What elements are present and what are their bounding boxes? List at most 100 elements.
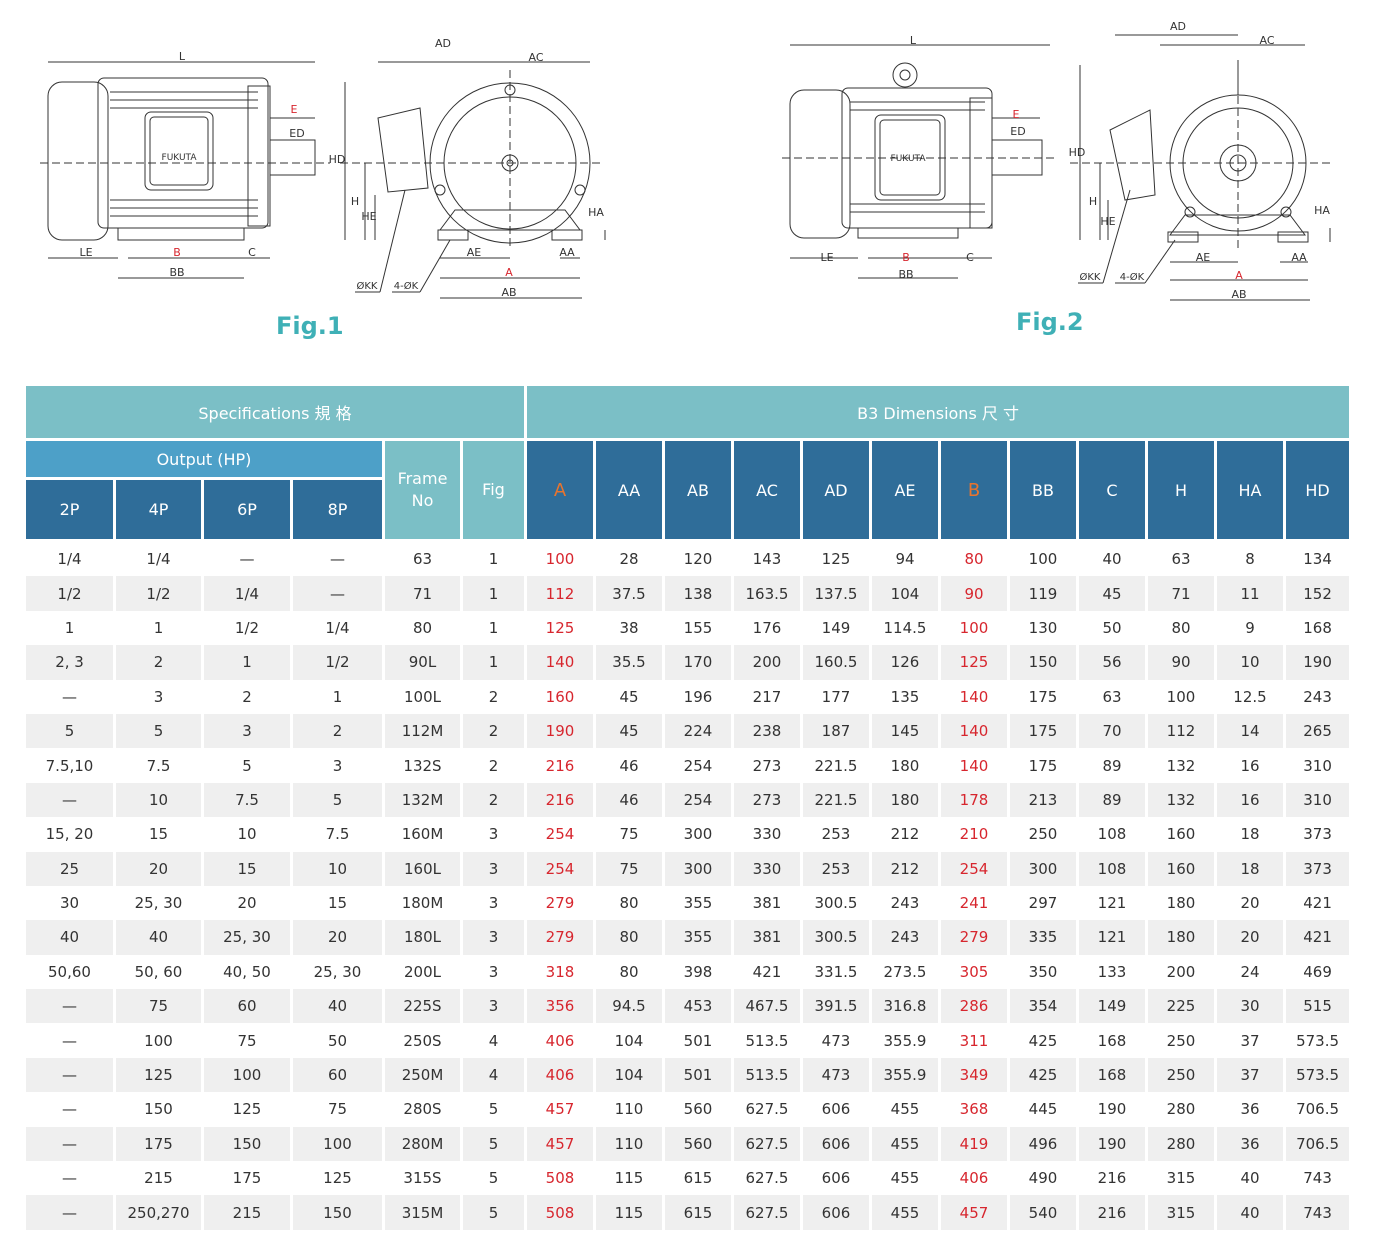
table-cell: 1/4 <box>113 542 201 577</box>
table-cell: 540 <box>1007 1195 1076 1230</box>
table-cell: 5 <box>460 1092 524 1127</box>
table-cell: 150 <box>290 1195 382 1230</box>
table-cell: 743 <box>1283 1195 1350 1230</box>
table-cell: 170 <box>662 645 731 680</box>
table-cell: 104 <box>869 576 938 611</box>
table-cell: 254 <box>938 851 1007 886</box>
table-cell: 2 <box>460 713 524 749</box>
dim-HA: HA <box>588 206 604 219</box>
table-cell: 421 <box>1283 920 1350 955</box>
dim-header-B: B <box>938 441 1007 539</box>
table-cell: 381 <box>731 920 800 955</box>
table-cell: 40 <box>1214 1195 1283 1230</box>
table-cell: 137.5 <box>800 576 869 611</box>
dim-OKK-2: ØKK <box>1080 271 1101 283</box>
table-cell: 406 <box>524 1057 593 1093</box>
dim-H-2: H <box>1089 195 1097 208</box>
table-cell: 453 <box>662 989 731 1024</box>
dim-AB: AB <box>501 286 516 299</box>
table-cell: 1/2 <box>290 645 382 680</box>
table-cell: 330 <box>731 817 800 852</box>
table-cell: 175 <box>201 1161 290 1196</box>
dim-AE-2: AE <box>1196 251 1211 264</box>
table-cell: 10 <box>113 782 201 818</box>
table-cell: 254 <box>524 851 593 886</box>
dim-AC-2: AC <box>1259 34 1274 47</box>
table-cell: 3 <box>460 989 524 1024</box>
table-cell: 627.5 <box>731 1161 800 1196</box>
table-cell: 46 <box>593 782 662 818</box>
table-cell: 80 <box>593 920 662 955</box>
dim-header-HD: HD <box>1283 441 1350 539</box>
table-cell: 160 <box>524 679 593 714</box>
dim-A: A <box>505 266 513 279</box>
table-cell: 126 <box>869 645 938 680</box>
table-cell: 175 <box>1007 679 1076 714</box>
table-cell: 163.5 <box>731 576 800 611</box>
table-cell: 335 <box>1007 920 1076 955</box>
dim-header-AA: AA <box>593 441 662 539</box>
table-cell: 176 <box>731 610 800 646</box>
table-cell: 473 <box>800 1023 869 1058</box>
table-cell: 331.5 <box>800 954 869 990</box>
table-cell: 10 <box>290 851 382 886</box>
table-cell: — <box>26 782 113 818</box>
table-cell: 70 <box>1076 713 1145 749</box>
table-cell: 104 <box>593 1057 662 1093</box>
table-cell: 421 <box>731 954 800 990</box>
table-cell: 318 <box>524 954 593 990</box>
table-cell: 132 <box>1145 782 1214 818</box>
table-cell: 355.9 <box>869 1023 938 1058</box>
table-cell: 2 <box>201 679 290 714</box>
table-cell: 212 <box>869 851 938 886</box>
table-cell: 224 <box>662 713 731 749</box>
table-cell: 200 <box>731 645 800 680</box>
table-cell: 20 <box>113 851 201 886</box>
table-cell: 80 <box>593 954 662 990</box>
table-cell: 10 <box>201 817 290 852</box>
table-cell: 213 <box>1007 782 1076 818</box>
table-cell: 180 <box>1145 920 1214 955</box>
table-cell: 373 <box>1283 817 1349 852</box>
table-cell: 455 <box>869 1126 938 1162</box>
table-cell: 300 <box>1007 851 1076 886</box>
table-cell: 94.5 <box>593 989 662 1024</box>
table-cell: 121 <box>1076 885 1145 921</box>
table-cell: 25, 30 <box>113 885 201 921</box>
table-cell: 354 <box>1007 989 1076 1024</box>
table-cell: 100 <box>524 542 593 577</box>
table-cell: — <box>26 1126 113 1162</box>
table-cell: 80 <box>382 610 460 646</box>
table-cell: 36 <box>1214 1092 1283 1127</box>
dim-header-AB: AB <box>662 441 731 539</box>
table-cell: 490 <box>1007 1161 1076 1196</box>
table-cell: 190 <box>1076 1126 1145 1162</box>
table-cell: 473 <box>800 1057 869 1093</box>
table-cell: 508 <box>524 1195 593 1230</box>
table-cell: 573.5 <box>1283 1057 1350 1093</box>
table-cell: 496 <box>1007 1126 1076 1162</box>
table-cell: 180 <box>869 748 938 783</box>
table-cell: 200L <box>382 954 460 990</box>
table-cell: 180 <box>869 782 938 818</box>
table-cell: — <box>62 1169 77 1188</box>
table-cell: 5 <box>113 713 201 749</box>
table-cell: 279 <box>524 920 593 955</box>
table-cell: 706.5 <box>1283 1126 1350 1162</box>
table-cell: 40 <box>1214 1161 1283 1196</box>
table-cell: 4 <box>460 1057 524 1093</box>
table-cell: 421 <box>1283 885 1349 921</box>
table-cell: 100 <box>938 610 1007 646</box>
table-cell: 253 <box>800 851 869 886</box>
table-cell: — <box>201 542 290 577</box>
group-header-dimensions: B3 Dimensions 尺 寸 <box>524 386 1350 438</box>
table-cell: 279 <box>524 885 593 921</box>
table-cell: 455 <box>869 1195 938 1230</box>
frame-header-line1: Frame <box>397 469 448 488</box>
table-cell: 75 <box>290 1092 382 1127</box>
